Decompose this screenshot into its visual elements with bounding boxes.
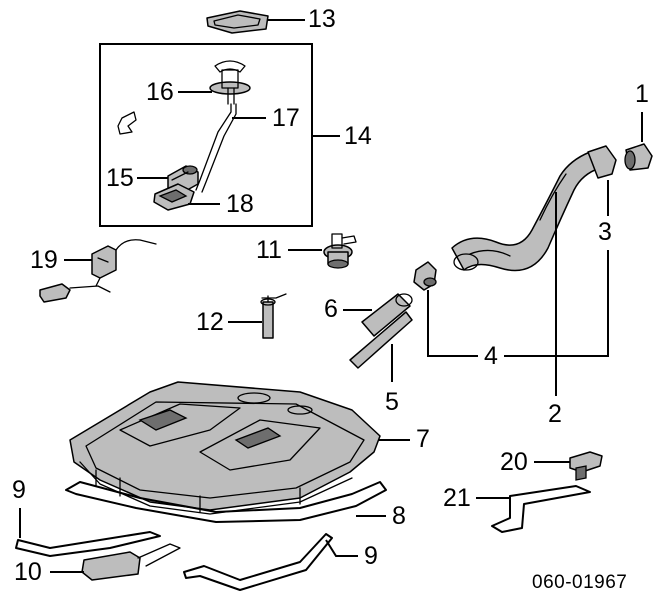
callout-20: 20 [500, 448, 528, 476]
callout-19: 19 [30, 246, 58, 274]
callout-15: 15 [106, 164, 134, 192]
callout-11: 11 [256, 236, 282, 264]
leader-9b [325, 539, 358, 557]
callout-13: 13 [308, 5, 336, 33]
part-9-strap-right [183, 533, 333, 591]
callout-7: 7 [416, 425, 430, 453]
callout-4: 4 [484, 342, 498, 370]
part-5-hose [349, 311, 413, 369]
part-13-gasket [206, 10, 269, 34]
leader-4b [504, 250, 609, 357]
part-2-filler-pipe [451, 145, 617, 272]
part-16-bracket [209, 60, 251, 105]
part-19-sender [39, 239, 157, 303]
callout-21: 21 [443, 484, 471, 512]
part-18-filter [153, 183, 195, 211]
callout-1: 1 [635, 80, 649, 108]
drawing-number: 060-01967 [532, 572, 628, 593]
callout-16: 16 [146, 78, 174, 106]
part-4-connector [413, 261, 437, 291]
part-21-bracket [491, 485, 591, 533]
part-9-strap-left [15, 531, 161, 557]
callout-12: 12 [196, 308, 224, 336]
part-7-fuel-tank [69, 381, 381, 515]
clip [117, 111, 137, 135]
callout-17: 17 [272, 104, 300, 132]
pump-assembly-box [99, 43, 313, 227]
callout-8: 8 [392, 502, 406, 530]
callout-14: 14 [344, 122, 372, 150]
leader-4 [427, 290, 478, 357]
callout-9-left: 9 [12, 476, 26, 504]
part-8-protector [65, 481, 387, 523]
part-1-cap [624, 143, 653, 171]
callout-2: 2 [548, 400, 562, 428]
callout-3: 3 [598, 218, 612, 246]
part-12-vent [260, 293, 287, 339]
part-20-clip [569, 451, 603, 481]
part-11-valve [323, 233, 357, 269]
callout-5: 5 [385, 388, 399, 416]
callout-18: 18 [226, 190, 254, 218]
callout-6: 6 [324, 295, 338, 323]
callout-9-right: 9 [364, 542, 378, 570]
part-17-tube [195, 103, 237, 193]
callout-10: 10 [14, 558, 42, 586]
part-6-hose [361, 293, 413, 337]
